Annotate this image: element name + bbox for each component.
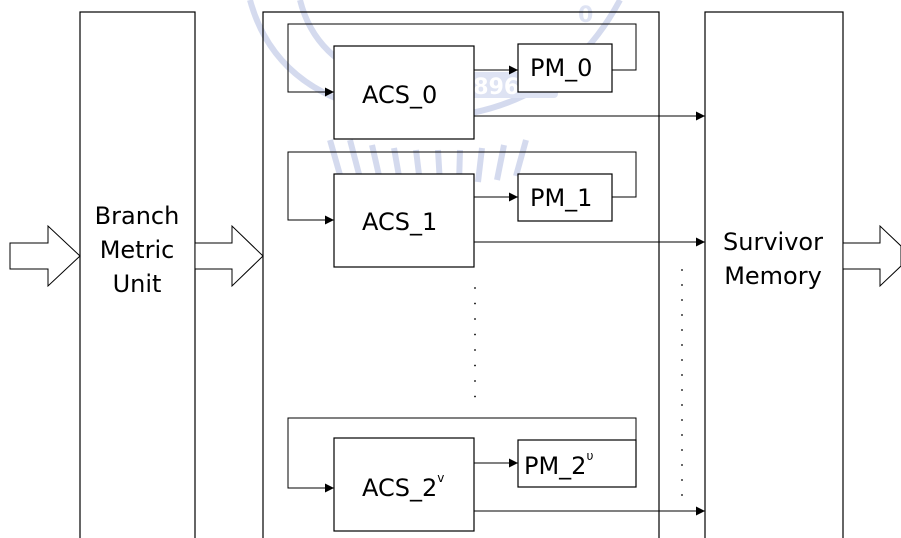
- ellipsis-dot: [681, 314, 683, 316]
- acs-ellipsis-dots: [474, 287, 476, 397]
- bmu-label-line1: Branch: [95, 202, 180, 230]
- branch-metric-unit: Branch Metric Unit: [80, 12, 195, 538]
- ellipsis-dot: [681, 344, 683, 346]
- acs-0-label: ACS_0: [362, 81, 437, 109]
- bmu-to-acs-arrow: [195, 226, 263, 286]
- acs-last-superscript: v: [437, 471, 444, 485]
- ellipsis-dot: [474, 287, 476, 289]
- ellipsis-dot: [681, 449, 683, 451]
- survivor-ellipsis-dots: [681, 269, 683, 496]
- pm-1-label: PM_1: [530, 184, 592, 212]
- ellipsis-dot: [474, 396, 476, 398]
- ellipsis-dot: [681, 374, 683, 376]
- survivor-label-line2: Memory: [724, 262, 822, 290]
- survivor-label-line1: Survivor: [723, 228, 823, 256]
- bmu-label-line3: Unit: [113, 270, 162, 298]
- ellipsis-dot: [474, 349, 476, 351]
- pm-last-superscript: υ: [586, 449, 593, 463]
- ellipsis-dot: [681, 284, 683, 286]
- ellipsis-dot: [681, 269, 683, 271]
- ellipsis-dot: [474, 303, 476, 305]
- ellipsis-dot: [474, 365, 476, 367]
- ellipsis-dot: [474, 318, 476, 320]
- acs-last-label: ACS_2v: [362, 471, 444, 502]
- ellipsis-dot: [681, 404, 683, 406]
- survivor-memory: Survivor Memory: [705, 12, 843, 538]
- ellipsis-dot: [681, 299, 683, 301]
- output-arrow: [843, 226, 901, 286]
- ellipsis-dot: [681, 494, 683, 496]
- ellipsis-dot: [681, 464, 683, 466]
- ellipsis-dot: [681, 329, 683, 331]
- ellipsis-dot: [681, 389, 683, 391]
- pm-last-label: PM_2υ: [524, 449, 593, 480]
- ellipsis-dot: [474, 334, 476, 336]
- ellipsis-dot: [681, 434, 683, 436]
- input-arrow: [10, 226, 80, 286]
- ellipsis-dot: [681, 419, 683, 421]
- ellipsis-dot: [474, 380, 476, 382]
- acs-1-label: ACS_1: [362, 208, 437, 236]
- acs-unit-last: ACS_2v PM_2υ: [288, 418, 705, 531]
- pm-0-label: PM_0: [530, 54, 592, 82]
- ellipsis-dot: [681, 359, 683, 361]
- bmu-label-line2: Metric: [100, 236, 175, 264]
- ellipsis-dot: [681, 479, 683, 481]
